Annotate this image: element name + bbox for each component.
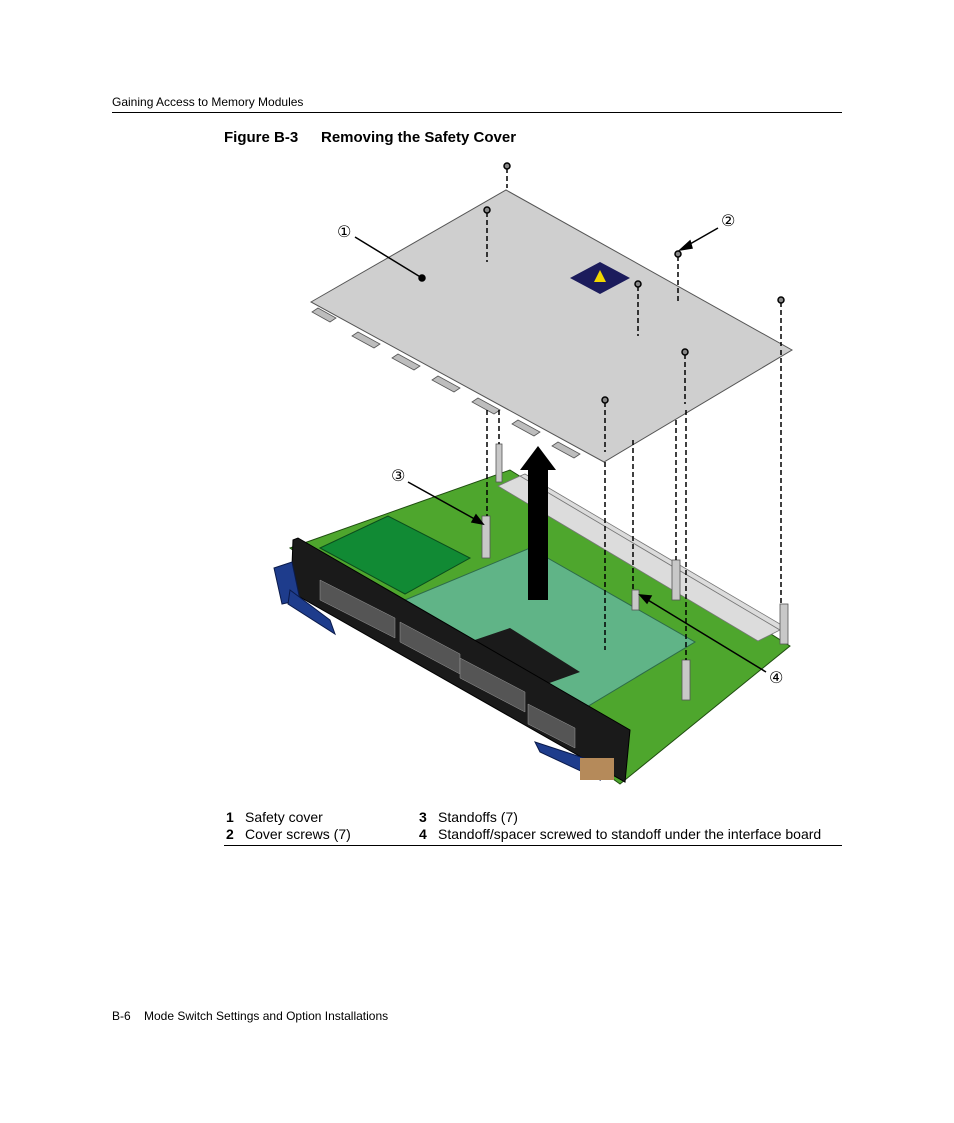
cover-tabs — [311, 307, 581, 459]
figure-number: Figure B-3 — [224, 129, 299, 146]
safety-cover-illustration: ① ② ③ ④ — [273, 162, 793, 785]
page-footer: B-6 Mode Switch Settings and Option Insta… — [112, 1009, 388, 1023]
legend-text: Safety cover — [245, 809, 323, 825]
cover-screws — [483, 162, 785, 452]
page-number: B-6 — [112, 1009, 131, 1023]
warning-icon — [594, 270, 606, 282]
legend-number: 3 — [419, 809, 427, 825]
legend-rule — [224, 845, 842, 846]
daughter-card — [318, 515, 472, 595]
legend-row: 1 Safety cover 3 Standoffs (7) — [224, 809, 842, 826]
legend-row: 2 Cover screws (7) 4 Standoff/spacer scr… — [224, 826, 842, 843]
callout-2: ② — [721, 211, 735, 230]
callout-4: ④ — [769, 668, 783, 687]
standoff-guide-lines — [486, 350, 782, 660]
memory-connectors — [497, 473, 786, 642]
figure-title: Removing the Safety Cover — [321, 129, 517, 146]
callout-1: ① — [337, 222, 351, 241]
figure-legend: 1 Safety cover 3 Standoffs (7) 2 Cover s… — [224, 809, 842, 843]
header-rule — [112, 112, 842, 113]
legend-number: 2 — [226, 826, 234, 842]
running-head: Gaining Access to Memory Modules — [112, 95, 304, 109]
connector-block — [460, 628, 580, 690]
safety-cover — [309, 189, 793, 463]
footer-title: Mode Switch Settings and Option Installa… — [144, 1009, 389, 1023]
legend-text: Standoffs (7) — [438, 809, 518, 825]
rj45-ports — [319, 579, 576, 749]
lift-arrow — [520, 446, 556, 600]
legend-number: 4 — [419, 826, 427, 842]
callout-leaders — [354, 227, 767, 673]
legend-text: Cover screws (7) — [245, 826, 351, 842]
legend-number: 1 — [226, 809, 234, 825]
legend-text: Standoff/spacer screwed to standoff unde… — [438, 826, 822, 842]
callout-3: ③ — [391, 466, 405, 485]
figure-caption: Figure B-3 Removing the Safety Cover — [224, 129, 516, 146]
handle-label — [580, 758, 614, 780]
